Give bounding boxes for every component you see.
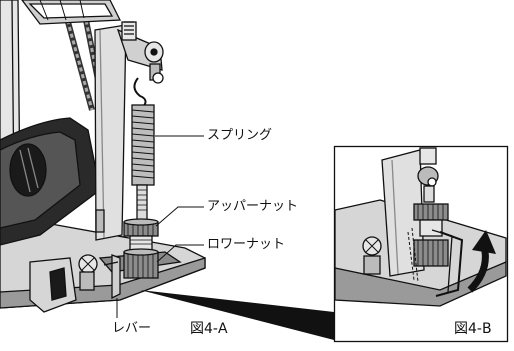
spring-callout: スプリング <box>207 128 273 143</box>
inset-pedal-drawing <box>334 147 507 307</box>
main-pedal-drawing <box>0 0 206 313</box>
spring-arm-bolt <box>121 21 164 84</box>
lower-nut-drawing <box>123 248 159 279</box>
spring-coil <box>131 104 155 186</box>
lower-nut-callout: ロワーナット <box>207 237 286 252</box>
side-bolt <box>78 254 98 291</box>
lever-callout: レバー <box>112 321 152 336</box>
zoom-wedge <box>140 290 334 340</box>
figure-4a-label: 図4-A <box>190 321 228 337</box>
leader-lines <box>116 135 204 318</box>
upper-nut-callout: アッパーナット <box>207 199 299 214</box>
figure-4b-label: 図4-B <box>454 321 492 337</box>
rotation-arrow <box>467 230 496 293</box>
upper-nut-drawing <box>123 218 159 237</box>
